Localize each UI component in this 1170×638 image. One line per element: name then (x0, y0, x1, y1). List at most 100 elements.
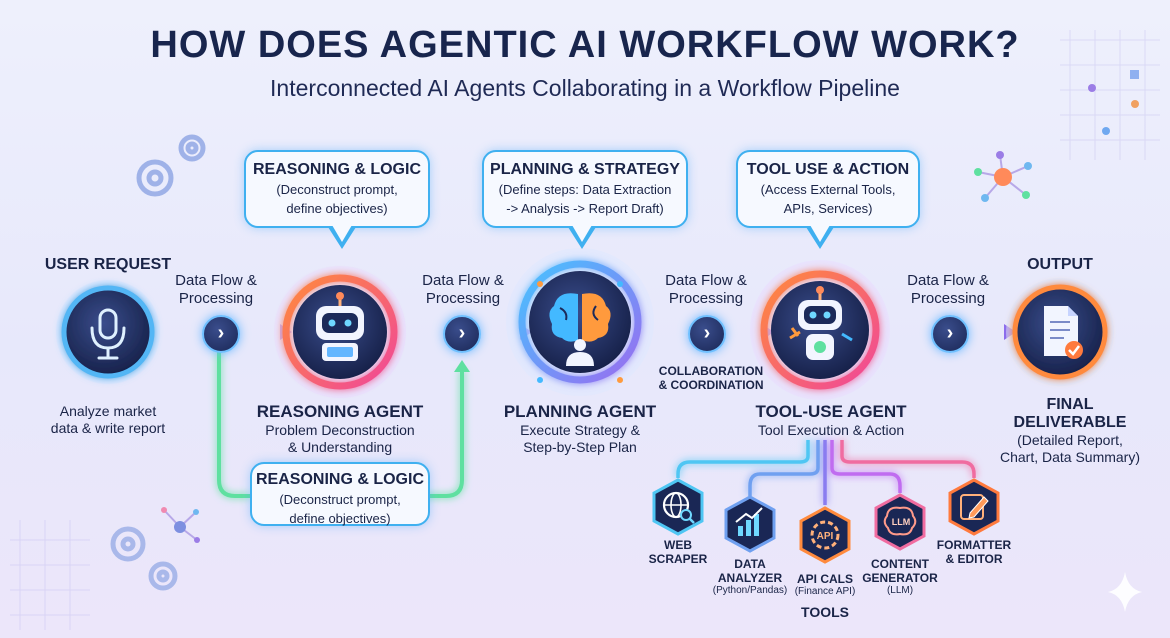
tool-name: FORMATTER (936, 538, 1012, 552)
callout-text: -> Analysis -> Report Draft) (506, 201, 664, 216)
agent-desc: Tool Execution & Action (757, 422, 905, 438)
callout-tool-use: TOOL USE & ACTION (Access External Tools… (736, 150, 920, 228)
tool-sub: (LLM) (886, 585, 914, 596)
agent-name: TOOL-USE AGENT (755, 402, 907, 421)
tool-sub: (Finance API) (794, 586, 856, 597)
callout-text: APIs, Services) (783, 201, 873, 216)
sparkle-icon (1108, 572, 1142, 612)
tool-name: GENERATOR (862, 571, 938, 585)
tool-connectors (676, 440, 976, 505)
svg-text:LLM: LLM (892, 517, 911, 527)
tool-name: CONTENT (871, 557, 929, 571)
chevron-right-icon: › (688, 315, 726, 353)
page-subtitle: Interconnected AI Agents Collaborating i… (270, 75, 900, 101)
agent-name: REASONING AGENT (256, 402, 424, 421)
output-title: FINAL (1046, 396, 1094, 413)
network-icon (161, 151, 1032, 543)
callout-title: REASONING & LOGIC (255, 471, 424, 488)
callout-title: REASONING & LOGIC (252, 161, 421, 178)
reasoning-agent-label: REASONING AGENT Problem Deconstruction &… (245, 402, 435, 456)
chevron-right-icon: › (202, 315, 240, 353)
tool-label: FORMATTER & EDITOR (924, 538, 1024, 566)
flow-label-line: Data Flow & (665, 272, 747, 289)
output-desc: FINAL DELIVERABLE (Detailed Report, Char… (995, 396, 1145, 466)
flow-label: Data Flow & Processing (161, 272, 271, 308)
tool-label: DATA ANALYZER (Python/Pandas) (700, 557, 800, 597)
llm-brain-icon: LLM (874, 493, 926, 551)
collaboration-line: COLLABORATION (658, 364, 764, 378)
user-request-desc-line: Analyze market (59, 403, 157, 419)
user-request-desc: Analyze market data & write report (38, 403, 178, 437)
callout-pointer (572, 225, 592, 242)
callout-title: TOOL USE & ACTION (746, 161, 910, 178)
agent-name: PLANNING AGENT (503, 402, 657, 421)
document-check-icon (1044, 306, 1083, 359)
tool-name: & EDITOR (945, 552, 1003, 566)
tool-name: ANALYZER (717, 571, 783, 585)
tool-name: DATA (734, 557, 766, 571)
flow-label-line: Data Flow & (907, 272, 989, 289)
reasoning-agent-node (274, 266, 406, 398)
svg-text:API: API (817, 531, 834, 542)
output-desc-line: Chart, Data Summary) (999, 449, 1141, 465)
chevron-right-icon: › (443, 315, 481, 353)
callout-pointer (810, 225, 830, 242)
output-heading: OUTPUT (1027, 256, 1093, 273)
tool-label: CONTENT GENERATOR (LLM) (850, 557, 950, 597)
planning-agent-node (506, 248, 654, 396)
tool-name: WEB (664, 538, 692, 552)
feedback-loop (217, 350, 250, 498)
callout-planning: PLANNING & STRATEGY (Define steps: Data … (482, 150, 688, 228)
callout-text: define objectives) (286, 201, 388, 216)
collaboration-label: COLLABORATION & COORDINATION (646, 364, 776, 392)
callout-pointer (332, 225, 352, 242)
tool-sub: (Python/Pandas) (712, 585, 788, 596)
output-title: DELIVERABLE (1013, 414, 1127, 431)
tool-data-analyzer (720, 494, 780, 559)
agent-desc: Execute Strategy & (520, 422, 640, 438)
api-gear-icon: API (799, 506, 851, 564)
callout-title: PLANNING & STRATEGY (490, 161, 680, 178)
gear-icon (110, 526, 178, 591)
output-node (1006, 278, 1114, 386)
tool-name: API CALS (796, 572, 853, 586)
tool-content-generator: LLM (870, 492, 930, 557)
brain-icon (549, 293, 611, 366)
agent-desc: Problem Deconstruction (265, 422, 415, 438)
flow-label-line: Processing (668, 290, 744, 307)
flow-label-line: Processing (910, 290, 986, 307)
flow-label: Data Flow & Processing (651, 272, 761, 308)
callout-text: define objectives) (289, 511, 391, 526)
tool-name: SCRAPER (648, 552, 708, 566)
page-title: HOW DOES AGENTIC AI WORKFLOW WORK? (150, 24, 1020, 66)
globe-search-icon (652, 478, 704, 536)
callout-text: (Access External Tools, (760, 182, 896, 197)
agent-desc: & Understanding (287, 439, 393, 455)
callout-text: (Deconstruct prompt, (279, 492, 401, 507)
agent-desc: Step-by-Step Plan (523, 439, 637, 455)
callout-reasoning-bottom: REASONING & LOGIC (Deconstruct prompt, d… (250, 462, 430, 526)
output-desc-line: (Detailed Report, (1017, 432, 1123, 448)
arrow-head (454, 360, 470, 372)
tool-web-scraper (648, 477, 708, 542)
flow-label-line: Data Flow & (175, 272, 257, 289)
tool-label: WEB SCRAPER (628, 538, 728, 566)
flow-label-line: Processing (178, 290, 254, 307)
tool-label: API CALS (Finance API) (775, 572, 875, 598)
flow-label-line: Data Flow & (422, 272, 504, 289)
feedback-loop (396, 370, 464, 498)
chevron-right-icon: › (931, 315, 969, 353)
robot-tool-icon (789, 286, 853, 360)
bar-chart-icon (724, 495, 776, 553)
flow-label-line: Processing (425, 290, 501, 307)
tools-label: TOOLS (801, 604, 849, 620)
callout-text: (Deconstruct prompt, (276, 182, 398, 197)
tool-formatter-editor (944, 477, 1004, 542)
callout-reasoning-top: REASONING & LOGIC (Deconstruct prompt, d… (244, 150, 430, 228)
tool-api-calls: API (795, 505, 855, 570)
microphone-icon (90, 308, 126, 360)
robot-icon (316, 292, 364, 361)
pen-edit-icon (948, 478, 1000, 536)
flow-label: Data Flow & Processing (408, 272, 518, 308)
